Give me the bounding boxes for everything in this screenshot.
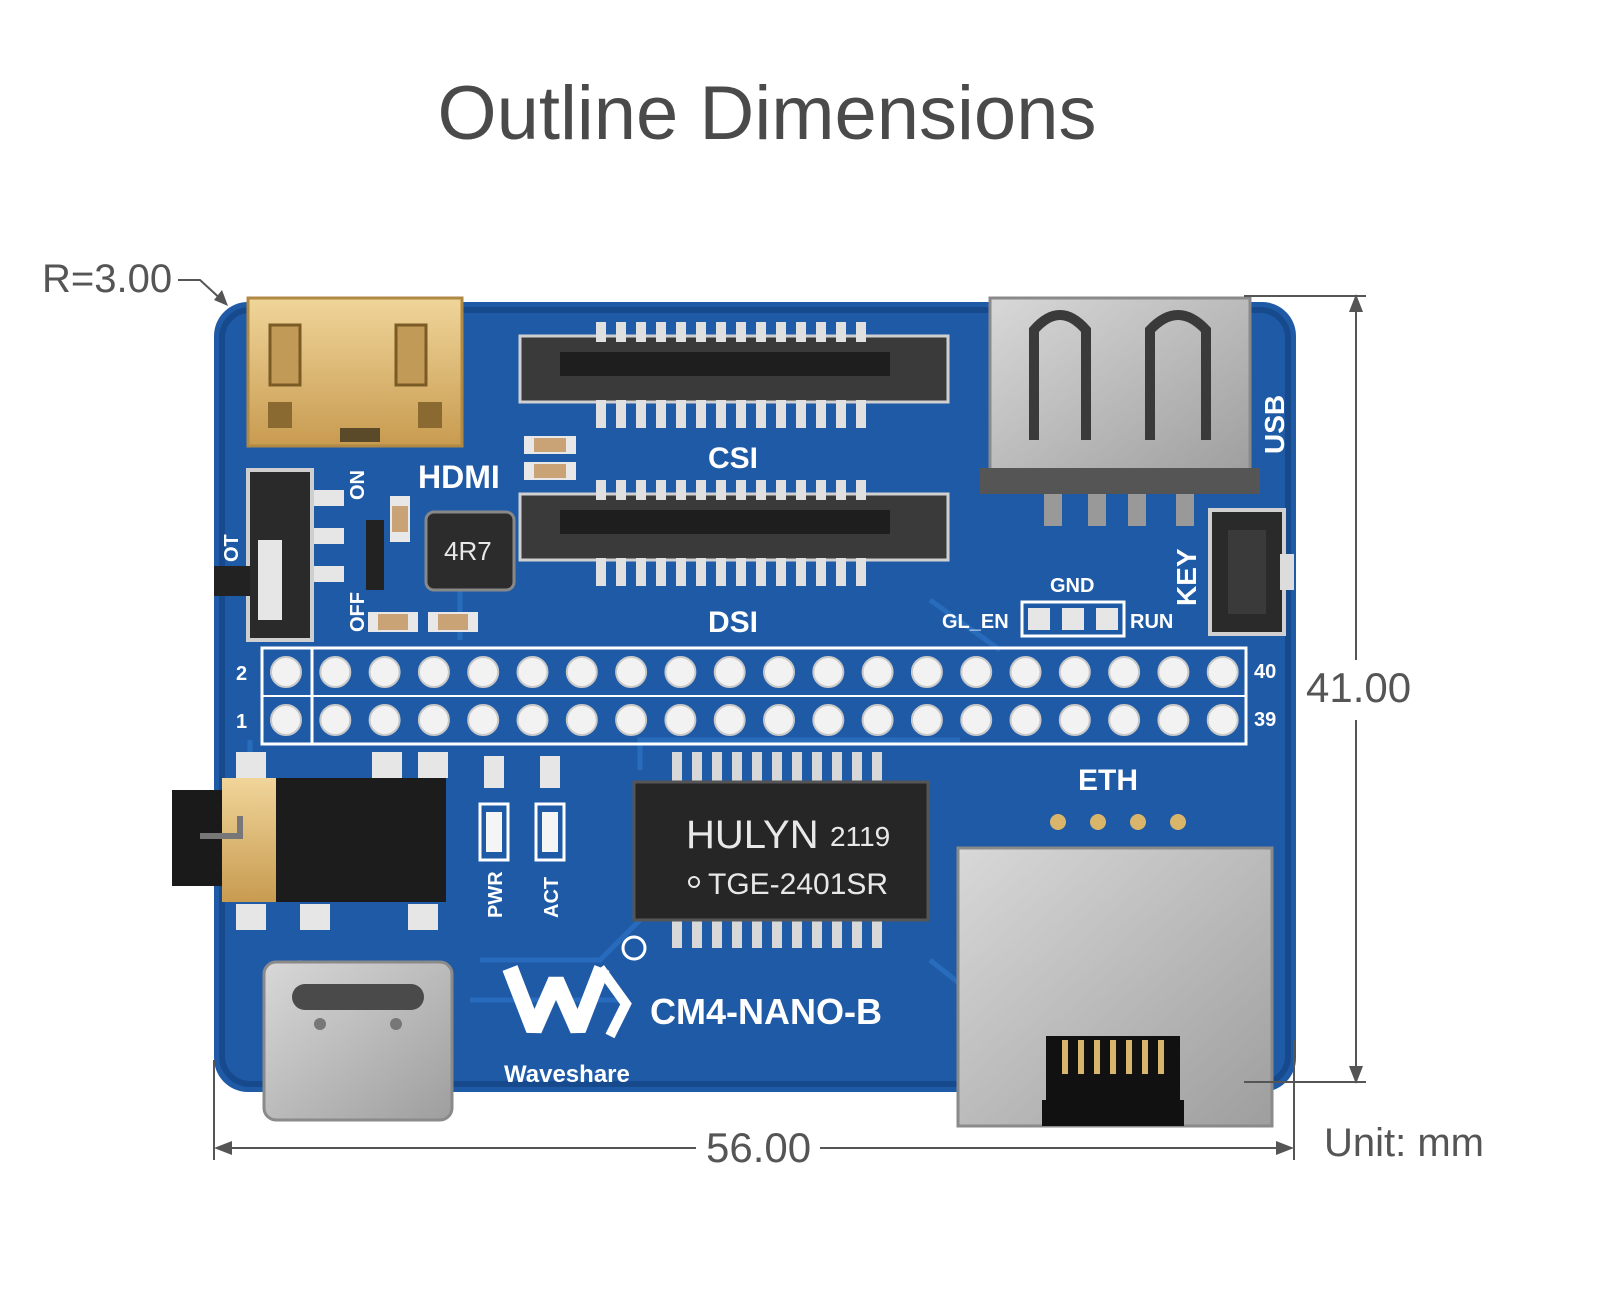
hdmi-connector bbox=[246, 296, 464, 448]
gpio-pin bbox=[565, 656, 598, 688]
gpio-pin bbox=[417, 704, 450, 736]
height-label: 41.00 bbox=[1306, 664, 1411, 711]
gpio-pin bbox=[910, 704, 943, 736]
gpio-pin bbox=[319, 656, 352, 688]
key-button bbox=[1208, 508, 1294, 636]
eth-label: ETH bbox=[1078, 764, 1138, 797]
gpio-pin bbox=[516, 656, 549, 688]
hdmi-label: HDMI bbox=[418, 459, 500, 495]
transformer-dot bbox=[688, 876, 700, 888]
gpio-pin bbox=[368, 656, 401, 688]
page-title: Outline Dimensions bbox=[437, 71, 1097, 156]
gpio-pin bbox=[960, 656, 993, 688]
otg-label: OT bbox=[221, 534, 243, 562]
usb-c-connector bbox=[262, 960, 454, 1122]
gpio-pin bbox=[1009, 704, 1042, 736]
gpio-pin bbox=[1108, 704, 1141, 736]
gpio-pin bbox=[812, 656, 845, 688]
audio-jack bbox=[172, 752, 448, 930]
waveshare-logo-mark bbox=[502, 935, 647, 1039]
usb-label: USB bbox=[1259, 395, 1290, 454]
smd-capacitors bbox=[368, 436, 576, 632]
transformer-code: 2119 bbox=[830, 821, 890, 852]
gpio-pin bbox=[910, 656, 943, 688]
gpio-pin bbox=[664, 656, 697, 688]
gpio-pin bbox=[861, 656, 894, 688]
unit-label: Unit: mm bbox=[1324, 1121, 1484, 1165]
csi-label: CSI bbox=[708, 442, 758, 475]
key-label: KEY bbox=[1171, 548, 1202, 606]
off-label: OFF bbox=[347, 592, 369, 632]
gpio-pin bbox=[1108, 656, 1141, 688]
gpio-pin bbox=[960, 704, 993, 736]
pwr-label: PWR bbox=[485, 871, 507, 918]
run-label: RUN bbox=[1130, 611, 1173, 633]
gpio-pin bbox=[615, 656, 648, 688]
gpio-pin bbox=[417, 656, 450, 688]
transformer-brand: HULYN bbox=[686, 813, 819, 857]
status-leds bbox=[478, 756, 566, 862]
gpio-pin bbox=[1157, 704, 1190, 736]
gpio-pin bbox=[1058, 656, 1091, 688]
csi-connector bbox=[518, 322, 950, 428]
gpio-pin bbox=[1009, 656, 1042, 688]
gpio-pin bbox=[270, 704, 302, 736]
gpio-pin bbox=[1058, 704, 1091, 736]
gpio-header bbox=[260, 646, 1248, 746]
gpio-pin bbox=[713, 704, 746, 736]
ethernet-transformer bbox=[632, 752, 930, 948]
board-name: CM4-NANO-B bbox=[650, 991, 882, 1032]
inductor bbox=[424, 510, 516, 592]
gpio-pin bbox=[1157, 656, 1190, 688]
width-label: 56.00 bbox=[706, 1124, 811, 1171]
on-label: ON bbox=[347, 470, 369, 500]
usb-connector bbox=[980, 296, 1260, 526]
pcb-edge-shade bbox=[219, 307, 1291, 1087]
gpio-pin bbox=[270, 656, 302, 688]
gpio-pin bbox=[319, 704, 352, 736]
dimension-arrows bbox=[214, 290, 1363, 1155]
dimension-lines bbox=[178, 279, 1366, 1160]
gpio-pin bbox=[615, 704, 648, 736]
gpio-pin bbox=[713, 656, 746, 688]
inductor-label: 4R7 bbox=[444, 536, 492, 566]
gpio-pin bbox=[1206, 656, 1239, 688]
dsi-label: DSI bbox=[708, 606, 758, 639]
gpio-pin bbox=[368, 704, 401, 736]
act-label: ACT bbox=[541, 877, 563, 918]
brand-name: Waveshare bbox=[504, 1061, 630, 1088]
radius-label: R=3.00 bbox=[42, 257, 172, 301]
gpio-pin bbox=[1206, 704, 1239, 736]
jumper-header bbox=[1020, 600, 1126, 638]
gpio-pin bbox=[861, 704, 894, 736]
transformer-model: TGE-2401SR bbox=[708, 868, 888, 901]
gpio-pin bbox=[763, 656, 795, 688]
rj45-connector bbox=[956, 814, 1274, 1128]
pin39-label: 39 bbox=[1254, 709, 1276, 731]
gpio-pin bbox=[565, 704, 598, 736]
gpio-pin bbox=[467, 704, 500, 736]
gpio-pin bbox=[812, 704, 845, 736]
gl-en-label: GL_EN bbox=[942, 611, 1009, 633]
gpio-pin bbox=[763, 704, 795, 736]
pin2-label: 2 bbox=[236, 663, 247, 685]
gpio-pin bbox=[664, 704, 697, 736]
power-switch bbox=[214, 468, 384, 642]
gpio-pin bbox=[516, 704, 549, 736]
dsi-connector bbox=[518, 480, 950, 586]
gnd-label: GND bbox=[1050, 575, 1094, 597]
pin40-label: 40 bbox=[1254, 661, 1276, 683]
pin1-label: 1 bbox=[236, 711, 247, 733]
gpio-pin bbox=[467, 656, 500, 688]
